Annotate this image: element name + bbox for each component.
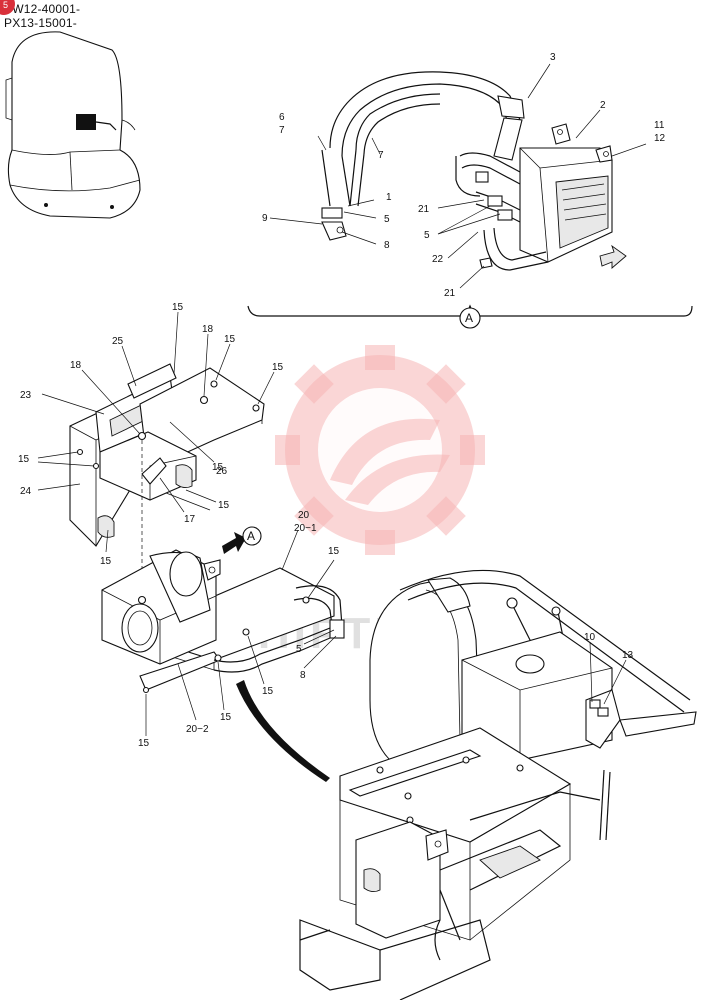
view-a-callout-letter: A <box>465 311 473 325</box>
main-label-15i: 15 <box>220 712 232 723</box>
main-label-15k: 15 <box>212 462 224 473</box>
detail-a-label-5a: 5 <box>384 214 390 225</box>
main-label-24: 24 <box>20 486 32 497</box>
detail-a-heater-assembly: A <box>247 63 693 329</box>
view-a-callout-main-letter: A <box>247 529 255 543</box>
main-label-8: 8 <box>300 670 306 681</box>
cab-heater-unit-marker <box>76 114 96 130</box>
main-label-20: 20 <box>298 510 310 521</box>
detail-a-label-1: 1 <box>386 192 392 203</box>
main-label-15j: 15 <box>138 738 150 749</box>
main-label-15e: 15 <box>218 500 230 511</box>
main-label-15c: 15 <box>272 362 284 373</box>
main-label-15f: 15 <box>100 556 112 567</box>
direction-arrow-icon <box>599 244 627 269</box>
main-label-15a: 15 <box>172 302 184 313</box>
main-label-13: 13 <box>622 650 634 661</box>
detail-a-label-6: 6 <box>279 112 285 123</box>
heater-cover-assembly <box>69 363 265 600</box>
main-view-leaders <box>37 311 627 736</box>
detail-a-label-7a: 7 <box>279 125 285 136</box>
detail-a-labels: 1 2 3 5 5 6 7 7 8 9 11 12 21 21 22 <box>262 52 666 299</box>
main-label-10: 10 <box>584 632 596 643</box>
detail-a-label-12: 12 <box>654 133 666 144</box>
view-a-callout-main <box>242 526 262 546</box>
main-label-23: 23 <box>20 390 32 401</box>
view-a-callout <box>459 307 481 329</box>
detail-a-label-7b: 7 <box>378 150 384 161</box>
main-label-18b: 18 <box>70 360 82 371</box>
main-label-17: 17 <box>184 514 196 525</box>
machine-frame <box>299 569 697 1000</box>
serial-range-1: PW12-40001- <box>4 2 81 16</box>
main-label-26: 26 <box>216 466 228 477</box>
main-label-15d: 15 <box>18 454 30 465</box>
main-label-20-1: 20−1 <box>294 523 317 534</box>
heater-unit-and-bracket <box>101 549 345 694</box>
corner-badge: 5 <box>0 0 15 15</box>
detail-a-label-22: 22 <box>432 254 444 265</box>
detail-a-label-5b: 5 <box>424 230 430 241</box>
main-label-25: 25 <box>112 336 124 347</box>
detail-a-label-21a: 21 <box>418 204 430 215</box>
detail-a-label-21b: 21 <box>444 288 456 299</box>
assembly-location-arrow <box>236 680 330 782</box>
cab-overview-icon <box>5 31 141 219</box>
serial-range-2: PX13-15001- <box>4 16 77 30</box>
corner-badge-text: 5 <box>3 0 8 10</box>
view-a-reference: A <box>222 526 262 554</box>
main-label-15h: 15 <box>262 686 274 697</box>
detail-a-label-2: 2 <box>600 100 606 111</box>
main-label-5: 5 <box>296 644 302 655</box>
main-label-18a: 18 <box>202 324 214 335</box>
main-label-20-2: 20−2 <box>186 724 209 735</box>
detail-a-label-11: 11 <box>654 120 665 131</box>
main-label-15g: 15 <box>328 546 340 557</box>
detail-a-label-9: 9 <box>262 213 268 224</box>
main-label-15b: 15 <box>224 334 236 345</box>
main-view-labels: 8 10 13 15 15 15 15 15 15 15 15 15 15 15… <box>18 302 634 749</box>
detail-a-label-3: 3 <box>550 52 556 63</box>
detail-a-label-8: 8 <box>384 240 390 251</box>
